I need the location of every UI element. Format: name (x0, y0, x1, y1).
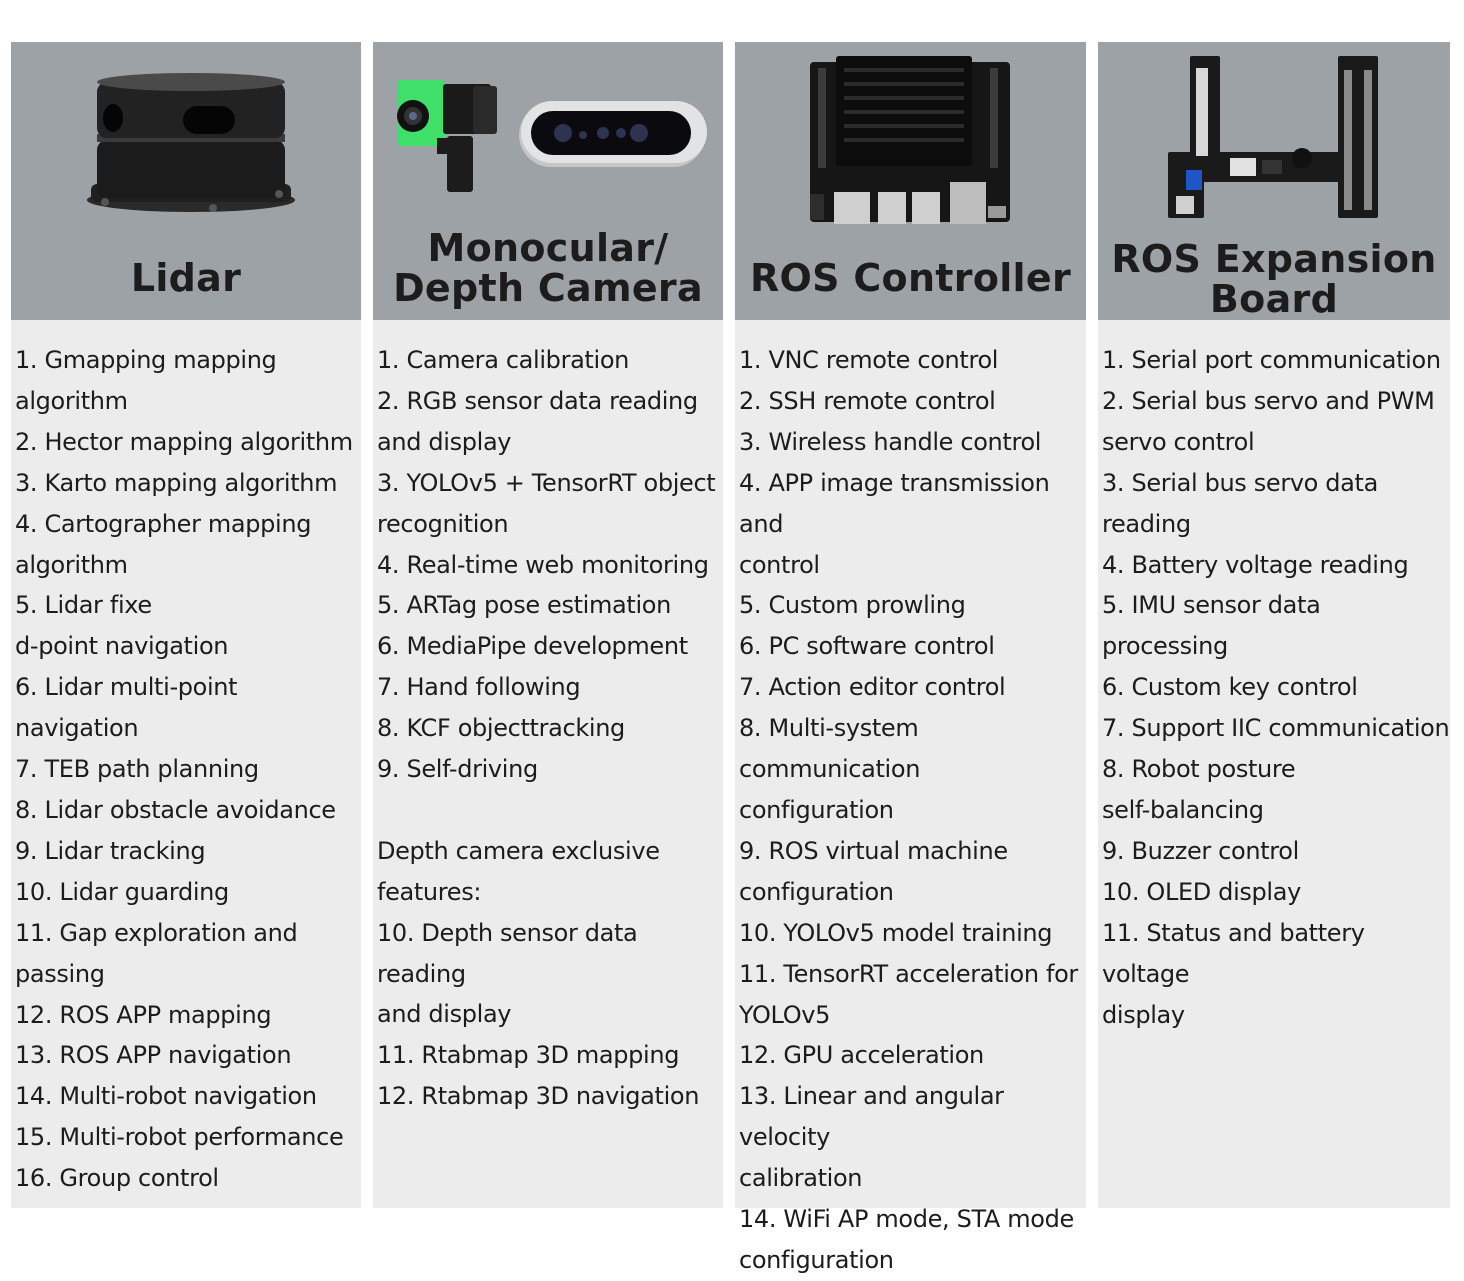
list-item: 5. ARTag pose estimation (377, 591, 671, 620)
list-item: 9. Self-driving (377, 755, 538, 784)
list-item: 6. MediaPipe development (377, 632, 688, 661)
list-item: 7. Hand following (377, 673, 581, 702)
list-item: 8. Robot posture self-balancing (1102, 755, 1296, 824)
list-item: 11. TensorRT acceleration for YOLOv5 (739, 959, 1078, 1029)
list-item: 8. Multi-system communication configurat… (739, 714, 921, 824)
list-item: 6. PC software control (739, 632, 995, 661)
list-item: 12. Rtabmap 3D navigation (377, 1082, 700, 1111)
expansion-board-title: ROS Expansion Board (1098, 239, 1450, 319)
list-item: 15. Multi-robot performance (15, 1123, 344, 1152)
exclusive-heading: Depth camera exclusive features: (377, 836, 660, 906)
list-item: 7. Action editor control (739, 673, 1006, 702)
expansion-board-title-line: ROS Expansion (1111, 237, 1437, 281)
list-item: 4. Real-time web monitoring (377, 550, 709, 579)
list-item: 2. Serial bus servo and PWM servo contro… (1102, 386, 1435, 456)
list-item: 7. TEB path planning (15, 755, 259, 784)
controller-title-line: ROS Controller (750, 256, 1071, 300)
expansion-board-header: ROS Expansion Board (1098, 42, 1450, 320)
list-item: 13. ROS APP navigation (15, 1041, 292, 1070)
list-item: 9. Buzzer control (1102, 836, 1299, 865)
controller-header: ROS Controller (735, 42, 1086, 320)
list-item: 10. OLED display (1102, 877, 1301, 906)
list-item: 3. Serial bus servo data reading (1102, 468, 1378, 538)
ros-controller-image (810, 56, 1010, 224)
list-item: 4. APP image transmission and control (739, 468, 1050, 579)
list-item: 11. Gap exploration and passing (15, 918, 298, 988)
list-spacer (377, 790, 723, 831)
lidar-feature-list: 1. Gmapping mapping algorithm 2. Hector … (15, 340, 361, 1199)
expansion-board-column: ROS Expansion Board 1. Serial port commu… (1098, 42, 1450, 1208)
list-item: 6. Lidar multi-point navigation (15, 673, 238, 743)
list-item: 10. Depth sensor data reading and displa… (377, 918, 638, 1029)
list-item: 13. Linear and angular velocity calibrat… (739, 1082, 1004, 1193)
list-item: 14. Multi-robot navigation (15, 1082, 317, 1111)
list-item: 9. ROS virtual machine configuration (739, 836, 1008, 906)
expansion-board-image (1168, 56, 1378, 218)
list-item: 10. YOLOv5 model training (739, 918, 1053, 947)
list-item: 4. Battery voltage reading (1102, 550, 1409, 579)
list-item: 7. Support IIC communication (1102, 714, 1450, 743)
list-item: 2. Hector mapping algorithm (15, 427, 353, 456)
lidar-title: Lidar (11, 258, 361, 298)
list-item: 4. Cartographer mapping algorithm (15, 509, 312, 579)
list-item: 12. GPU acceleration (739, 1041, 984, 1070)
list-item: 1. Serial port communication (1102, 346, 1441, 374)
list-item: 11. Rtabmap 3D mapping (377, 1041, 680, 1070)
list-item: 3. Karto mapping algorithm (15, 468, 338, 497)
list-item: 5. Custom prowling (739, 591, 966, 620)
list-item: 8. Lidar obstacle avoidance (15, 795, 336, 824)
lidar-device-image (87, 73, 295, 212)
list-item: 1. VNC remote control (739, 346, 999, 374)
lidar-column: Lidar 1. Gmapping mapping algorithm 2. H… (11, 42, 361, 1208)
controller-title: ROS Controller (735, 258, 1086, 298)
list-item: 3. YOLOv5 + TensorRT object recognition (377, 468, 716, 538)
list-item: 5. IMU sensor data processing (1102, 591, 1321, 661)
list-item: 2. RGB sensor data reading and display (377, 386, 698, 456)
camera-title: Monocular/ Depth Camera (373, 228, 723, 308)
list-item: 5. Lidar fixe d-point navigation (15, 591, 229, 661)
controller-column: ROS Controller 1. VNC remote control 2. … (735, 42, 1086, 1274)
list-item: 6. Custom key control (1102, 673, 1358, 702)
camera-column: Monocular/ Depth Camera 1. Camera calibr… (373, 42, 723, 1208)
camera-title-line: Monocular/ (427, 226, 669, 270)
expansion-board-title-line: Board (1209, 277, 1339, 321)
list-item: 11. Status and battery voltage display (1102, 918, 1365, 1029)
expansion-board-feature-list: 1. Serial port communication 2. Serial b… (1102, 340, 1450, 1035)
controller-feature-list: 1. VNC remote control 2. SSH remote cont… (739, 340, 1086, 1281)
list-item: 12. ROS APP mapping (15, 1000, 272, 1029)
list-item: 1. Camera calibration (377, 346, 630, 374)
camera-feature-list: 1. Camera calibration 2. RGB sensor data… (377, 340, 723, 1117)
list-item: 9. Lidar tracking (15, 836, 206, 865)
monocular-camera-image (397, 80, 497, 192)
list-item: 10. Lidar guarding (15, 877, 229, 906)
camera-title-line: Depth Camera (393, 266, 703, 310)
list-item: 2. SSH remote control (739, 386, 996, 415)
list-item: 16. Group control (15, 1164, 219, 1193)
lidar-title-line: Lidar (130, 256, 242, 300)
camera-header: Monocular/ Depth Camera (373, 42, 723, 320)
lidar-header: Lidar (11, 42, 361, 320)
depth-camera-image (519, 101, 707, 167)
list-item: 1. Gmapping mapping algorithm (15, 346, 277, 415)
list-item: 3. Wireless handle control (739, 427, 1042, 456)
list-item: 8. KCF objecttracking (377, 714, 625, 743)
